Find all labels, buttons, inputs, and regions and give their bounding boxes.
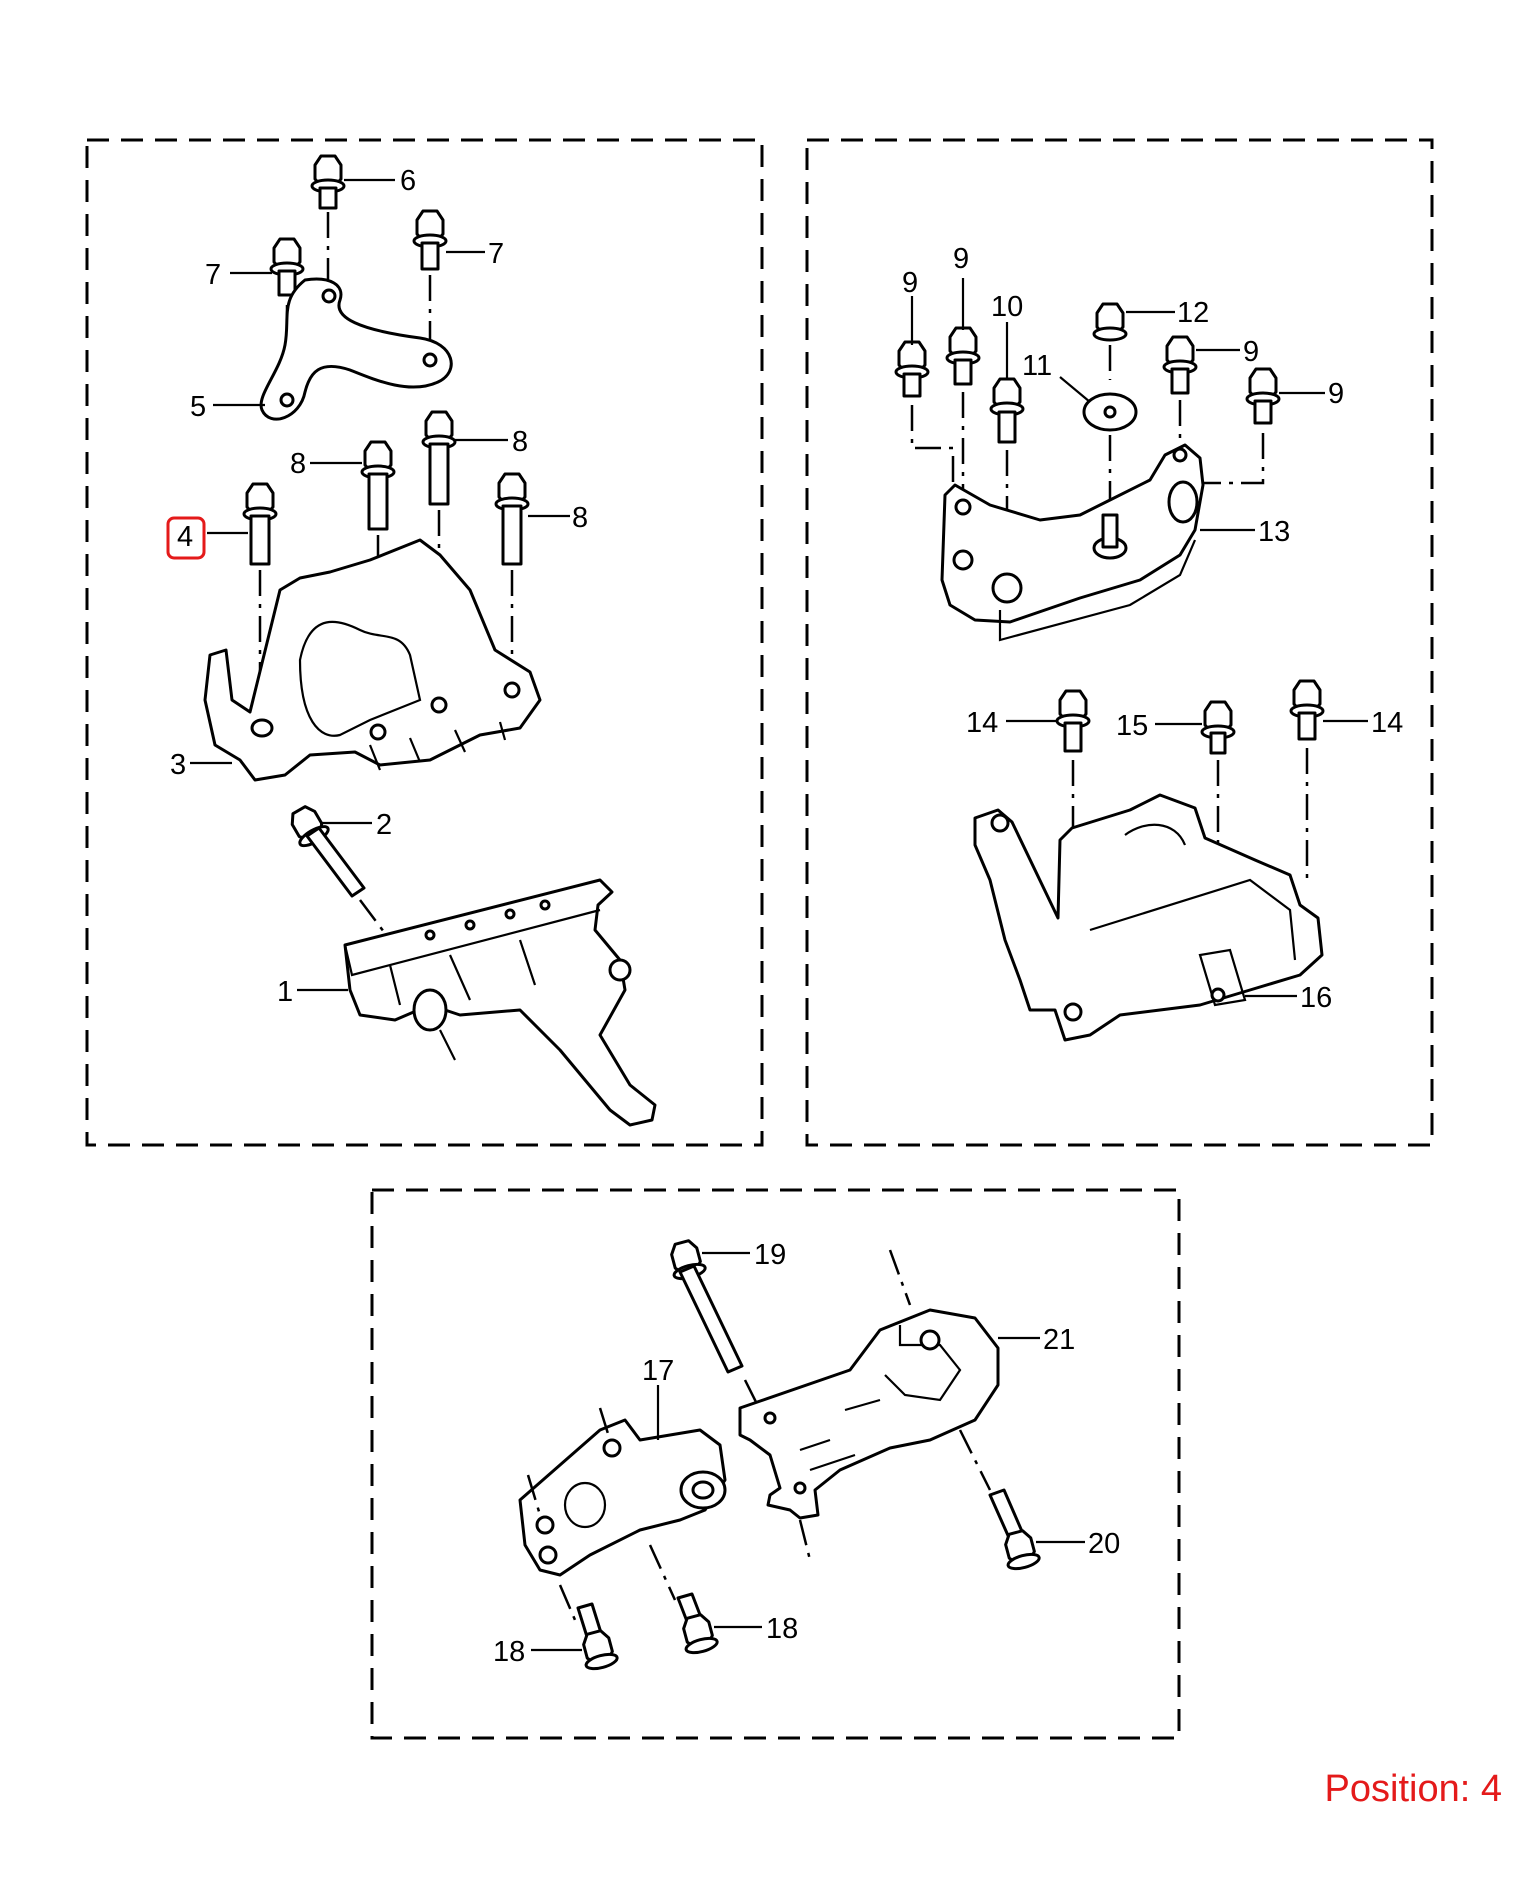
callout-14-left[interactable]: 14	[966, 707, 998, 739]
bolt-18-right[interactable]	[676, 1592, 721, 1657]
position-label: Position: 4	[1324, 1768, 1502, 1810]
callout-2[interactable]: 2	[376, 809, 392, 841]
callout-18-left[interactable]: 18	[493, 1636, 525, 1668]
callout-12[interactable]: 12	[1177, 297, 1209, 329]
washer-11[interactable]	[1082, 392, 1138, 510]
callout-13[interactable]: 13	[1258, 516, 1290, 548]
bolt-18-left[interactable]	[576, 1602, 621, 1673]
callout-8-lower[interactable]: 8	[572, 502, 588, 534]
callout-11[interactable]: 11	[1022, 350, 1052, 382]
callout-9-d[interactable]: 9	[1328, 378, 1344, 410]
leaders-panel-a	[190, 178, 570, 992]
callout-17[interactable]: 17	[642, 1355, 674, 1387]
panel-frame-c	[370, 1188, 1181, 1740]
callout-6[interactable]: 6	[400, 165, 416, 197]
bolt-6[interactable]	[310, 154, 346, 290]
bolt-2[interactable]	[283, 800, 391, 941]
callout-20[interactable]: 20	[1088, 1528, 1120, 1560]
callout-4[interactable]: 4	[177, 521, 193, 553]
panel-transmission-mount: 9 9 10 11 12 9 9 13 14 15 14 16	[805, 138, 1434, 1147]
callout-10[interactable]: 10	[991, 291, 1023, 323]
callout-21[interactable]: 21	[1043, 1324, 1075, 1356]
callout-3[interactable]: 3	[170, 749, 186, 781]
callout-8-right[interactable]: 8	[512, 426, 528, 458]
callout-9-b[interactable]: 9	[953, 243, 969, 275]
callout-7-left[interactable]: 7	[205, 259, 221, 291]
bolt-9-c[interactable]	[1162, 335, 1198, 445]
callout-1[interactable]: 1	[277, 976, 293, 1008]
bolt-7-right[interactable]	[412, 209, 448, 355]
bolt-9-b[interactable]	[945, 326, 981, 500]
panel-frame-b	[805, 138, 1434, 1147]
callout-16[interactable]: 16	[1300, 982, 1332, 1014]
highlight-box-4	[166, 516, 206, 560]
leaders-panel-b	[910, 278, 1368, 998]
callout-8-left[interactable]: 8	[290, 448, 306, 480]
callout-9-c[interactable]: 9	[1243, 336, 1259, 368]
rear-mount-21[interactable]	[738, 1249, 1000, 1561]
panel-upper-engine-mount: 6 7 7 5 8 8 8 4 3 2 1	[85, 138, 764, 1147]
callout-7-right[interactable]: 7	[488, 238, 504, 270]
callout-9-a[interactable]: 9	[902, 267, 918, 299]
bolt-9-d[interactable]	[1192, 367, 1281, 485]
engine-bracket-1[interactable]	[343, 878, 657, 1127]
callout-14-right[interactable]: 14	[1371, 707, 1403, 739]
panel-frame-a	[85, 138, 764, 1147]
torque-rod-17[interactable]	[518, 1407, 727, 1621]
bolt-14-right[interactable]	[1289, 679, 1325, 880]
transmission-bracket-13[interactable]	[940, 443, 1205, 642]
callout-19[interactable]: 19	[754, 1239, 786, 1271]
support-plate-5[interactable]	[259, 277, 453, 421]
nut-12[interactable]	[1092, 302, 1128, 380]
engine-mount-3[interactable]	[203, 538, 542, 782]
bolt-20[interactable]	[958, 1429, 1043, 1573]
bolt-9-a[interactable]	[894, 340, 960, 502]
callout-5[interactable]: 5	[190, 391, 206, 423]
callout-18-right[interactable]: 18	[766, 1613, 798, 1645]
panel-torque-rod: 19 17 21 20 18 18	[370, 1188, 1181, 1740]
leaders-panel-c	[531, 1251, 1085, 1652]
transmission-mount-16[interactable]	[973, 793, 1324, 1042]
callout-15[interactable]: 15	[1116, 710, 1148, 742]
